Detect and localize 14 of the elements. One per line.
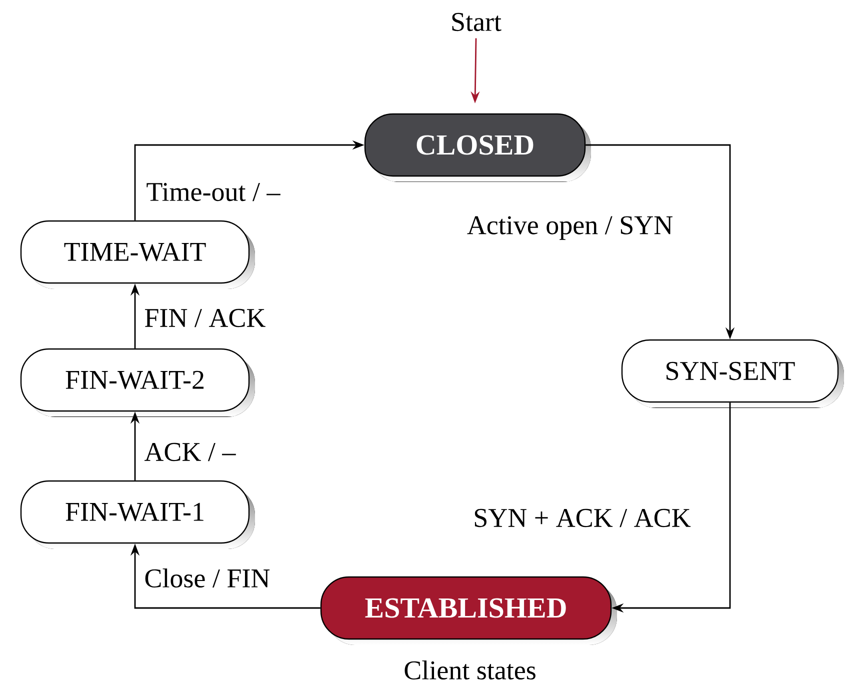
- state-label: Start: [452, 12, 502, 32]
- edge-label: Close / FIN: [143, 568, 272, 588]
- state-box: CLOSED: [364, 113, 591, 182]
- state-box: TIME-WAIT: [20, 220, 255, 289]
- edge-label: Active open / SYN: [466, 215, 674, 241]
- state-box: FIN-WAIT-1: [20, 480, 255, 549]
- state-box: SYN-SENT: [621, 339, 844, 408]
- state-box: ESTABLISHED: [320, 576, 617, 645]
- edge-label: FIN / ACK: [143, 308, 267, 328]
- state-box: FIN-WAIT-2: [20, 348, 255, 417]
- caption: Client states: [404, 660, 536, 680]
- edge-label: Time-out / –: [145, 182, 282, 202]
- edge-label: ACK / –: [143, 442, 237, 462]
- edge-label: SYN + ACK / ACK: [472, 508, 692, 528]
